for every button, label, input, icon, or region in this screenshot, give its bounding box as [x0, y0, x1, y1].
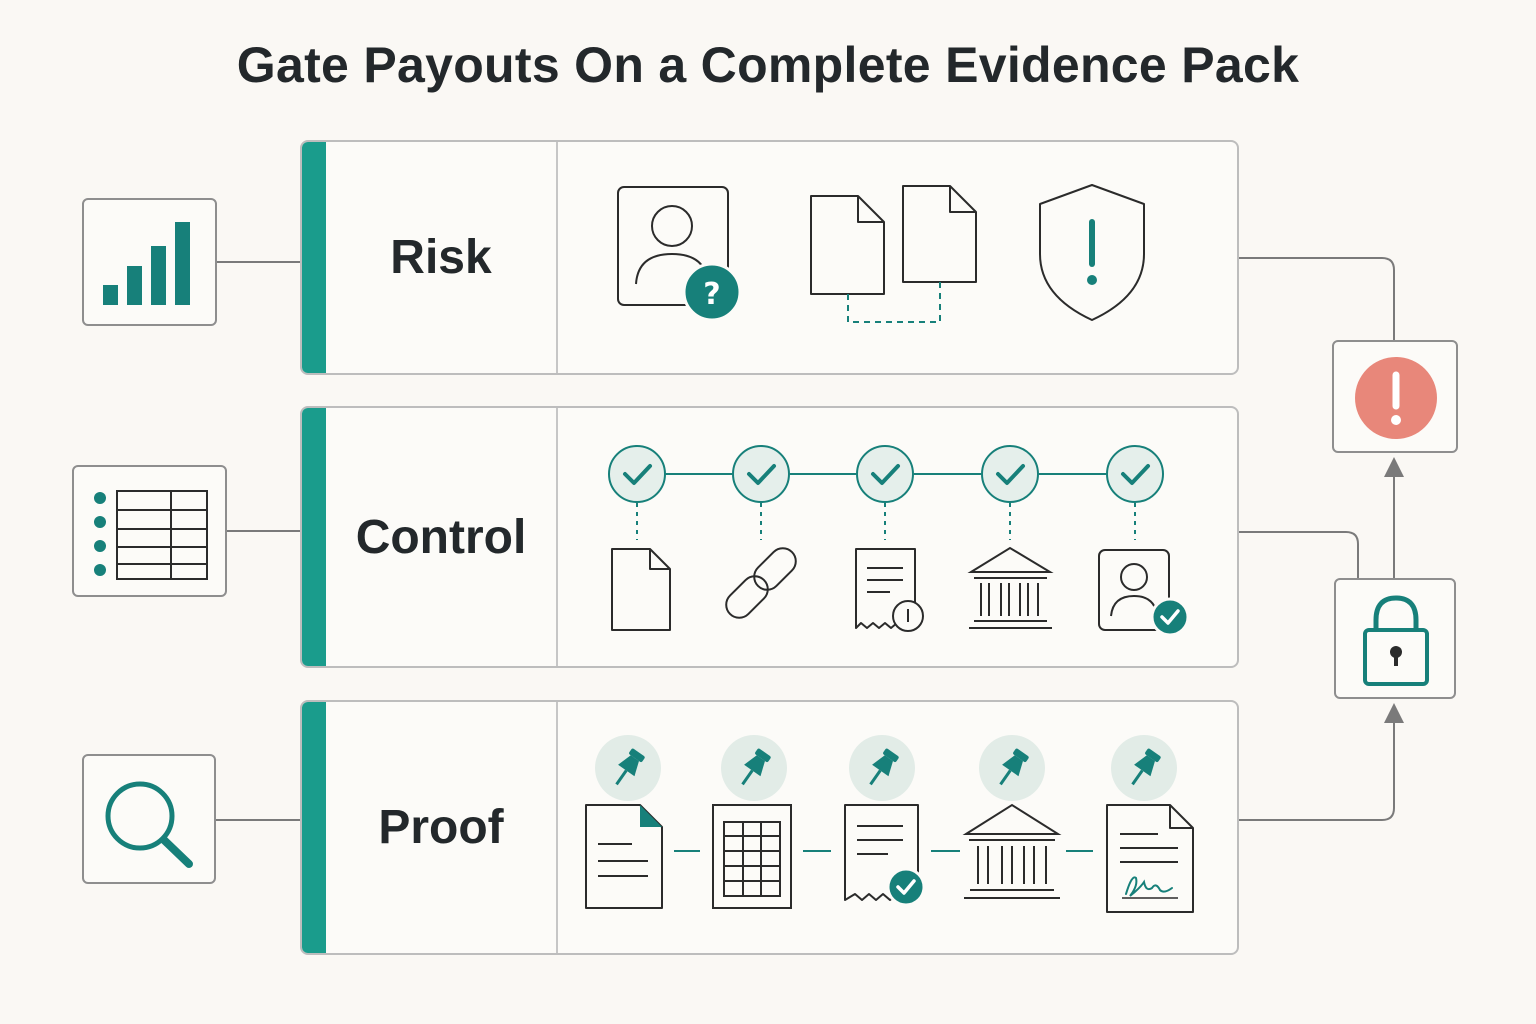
control-row-label: Control: [355, 510, 527, 564]
link-icon: [725, 547, 797, 619]
padlock-icon: [1363, 595, 1429, 686]
row-accent-bar: [302, 702, 326, 953]
bank-icon: [967, 546, 1054, 629]
check-circle-icon: [608, 445, 666, 503]
control-row-icons: [608, 445, 1190, 637]
pinned-signed-contract-icon: [1106, 804, 1194, 913]
svg-text:?: ?: [703, 277, 720, 312]
row-accent-bar: [302, 408, 326, 666]
pushpin-icon: [615, 748, 645, 786]
bar-chart-icon: [103, 222, 190, 305]
pinned-spreadsheet-icon: [712, 804, 792, 909]
proof-row: Proof: [300, 700, 1239, 955]
pinned-receipt-check-icon: [844, 804, 926, 907]
shield-alert-icon: [1039, 184, 1145, 321]
risk-row-icons: ?: [617, 184, 1145, 323]
pushpin-icon: [1131, 748, 1161, 786]
row-accent-bar: [302, 142, 326, 373]
gate-alert-tile: [1332, 340, 1458, 453]
check-circle-icon: [981, 445, 1039, 503]
receipt-info-icon: [855, 548, 924, 632]
list-table-icon: [94, 490, 208, 580]
pinned-document-icon: [585, 804, 663, 909]
pushpin-icon: [999, 748, 1029, 786]
pushpin-icon: [741, 748, 771, 786]
checkpoint-chain: [608, 445, 1164, 540]
gate-lock-tile: [1334, 578, 1456, 699]
unverified-user-icon: ?: [617, 186, 742, 322]
magnifier-icon: [105, 781, 193, 868]
check-circle-icon: [732, 445, 790, 503]
pushpin-icon: [869, 748, 899, 786]
linked-documents-icon: [810, 185, 977, 323]
risk-row-label: Risk: [390, 231, 492, 284]
check-circle-icon: [1106, 445, 1164, 503]
check-circle-icon: [856, 445, 914, 503]
control-row: Control: [300, 406, 1239, 668]
alert-icon: [1355, 357, 1437, 439]
page-title: Gate Payouts On a Complete Evidence Pack: [236, 37, 1300, 93]
risk-side-tile: [82, 198, 217, 326]
pinned-bank-icon: [962, 803, 1062, 899]
pin-badges: [595, 735, 1177, 801]
verified-user-icon: [1098, 549, 1190, 637]
proof-side-tile: [82, 754, 216, 884]
proof-row-label: Proof: [378, 801, 504, 854]
control-side-tile: [72, 465, 227, 597]
document-icon: [611, 548, 671, 631]
risk-row: Risk ?: [300, 140, 1239, 375]
proof-row-icons: [585, 735, 1194, 913]
